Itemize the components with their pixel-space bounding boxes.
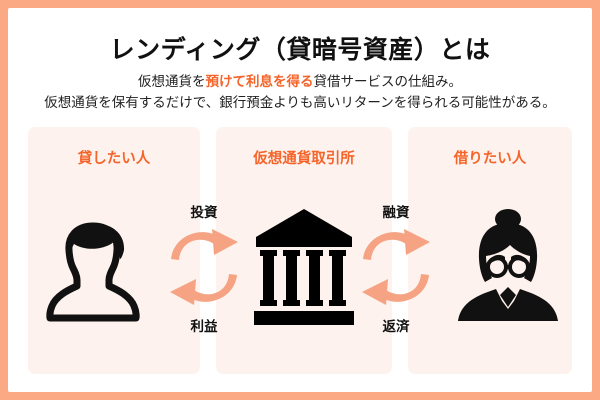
description: 仮想通貨を預けて利息を得る貸借サービスの仕組み。 仮想通貨を保有するだけで、銀行… xyxy=(8,71,592,113)
panel-lender-title: 貸したい人 xyxy=(77,151,151,167)
description-line1-post: 貸借サービスの仕組み。 xyxy=(313,74,463,89)
panel-borrower-title: 借りたい人 xyxy=(453,151,527,167)
description-line1-pre: 仮想通貨を xyxy=(138,74,206,89)
infographic-frame: レンディング（貸暗号資産）とは 仮想通貨を預けて利息を得る貸借サービスの仕組み。… xyxy=(8,8,592,392)
description-highlight: 預けて利息を得る xyxy=(205,74,314,89)
page-title: レンディング（貸暗号資産）とは xyxy=(109,36,491,64)
description-line1: 仮想通貨を預けて利息を得る貸借サービスの仕組み。 xyxy=(138,74,462,89)
panel-exchange-title: 仮想通貨取引所 xyxy=(253,151,355,167)
panel-borrower: 借りたい人 xyxy=(408,127,572,374)
panel-exchange: 仮想通貨取引所 xyxy=(216,127,392,374)
panel-lender: 貸したい人 xyxy=(28,127,200,374)
panel-row: 貸したい人 仮想通貨取引所 借りたい人 xyxy=(28,127,572,374)
description-line2: 仮想通貨を保有するだけで、銀行預金よりも高いリターンを得られる可能性がある。 xyxy=(44,95,556,110)
